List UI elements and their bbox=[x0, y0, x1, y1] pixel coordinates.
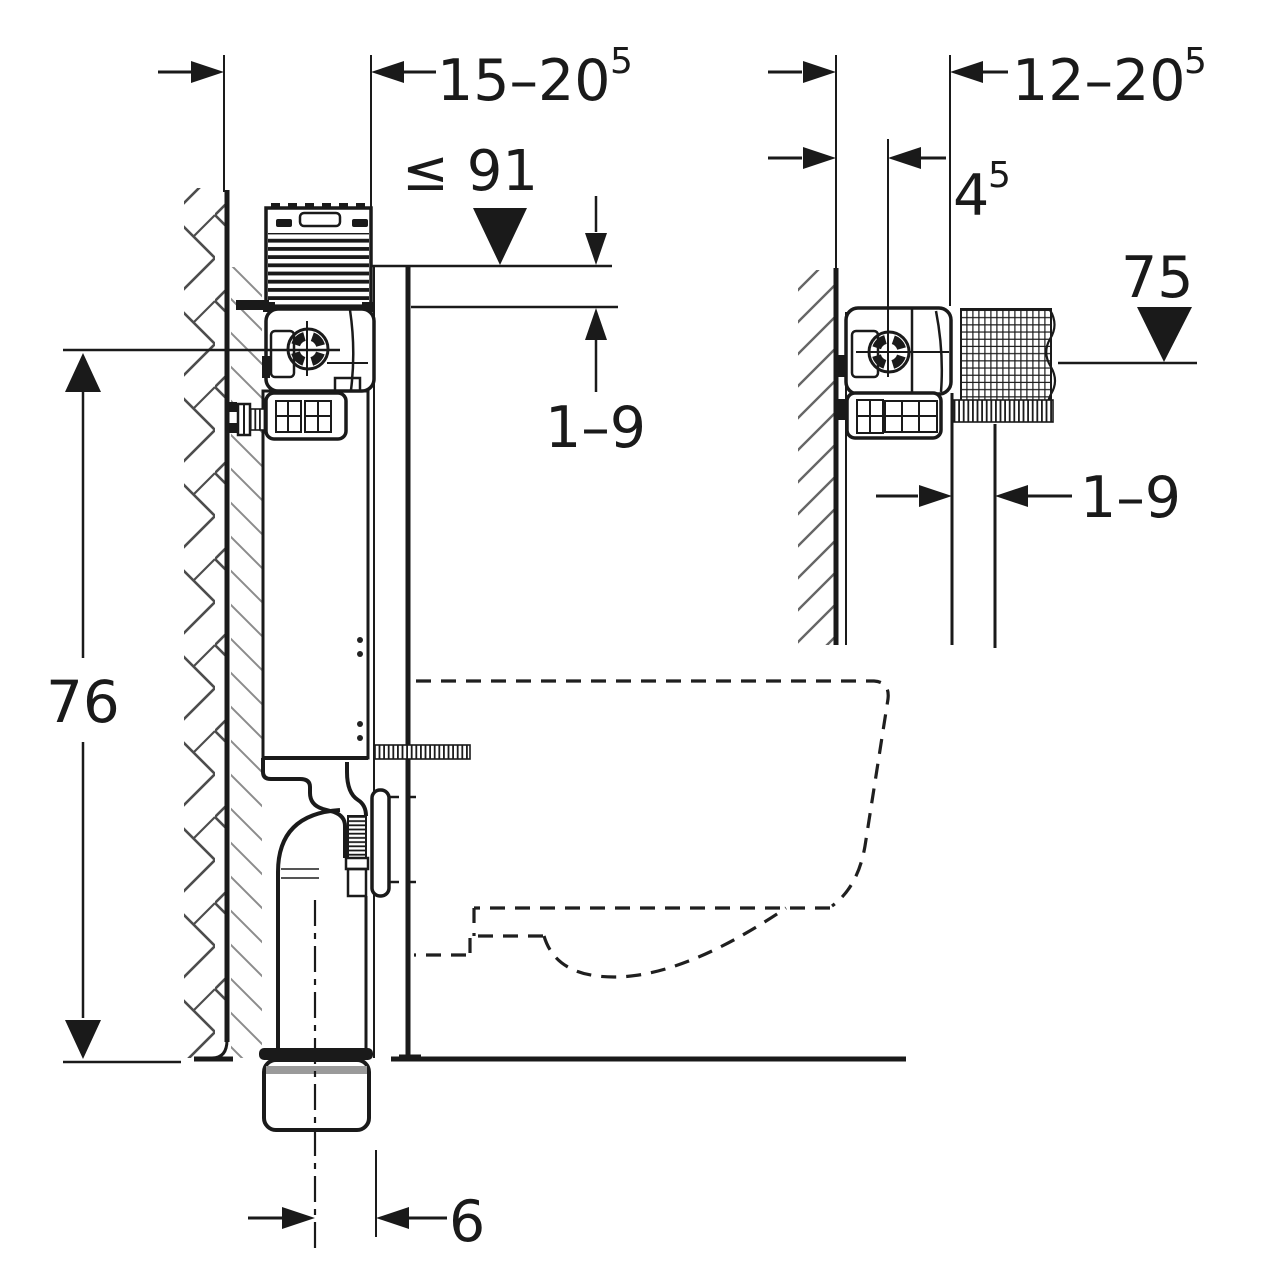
label-rail-depth-sup: 5 bbox=[988, 155, 1011, 196]
level-mark-icon bbox=[1137, 307, 1192, 362]
arrowhead-left-icon bbox=[950, 61, 983, 83]
label-flush-bend-height: 76 bbox=[46, 668, 120, 736]
flush-valve-housing-right bbox=[838, 306, 953, 396]
drain-elbow-arc bbox=[276, 808, 341, 873]
arrowhead-left-icon bbox=[371, 61, 404, 83]
arrowhead-up-icon bbox=[65, 353, 101, 392]
side-section-view bbox=[798, 55, 1057, 648]
arrowhead-down-icon bbox=[585, 233, 607, 265]
label-wall-depth-right-sup: 5 bbox=[1184, 41, 1207, 82]
wall-finish-hatch bbox=[231, 267, 262, 1058]
threaded-rod bbox=[952, 399, 1054, 423]
cistern-tank bbox=[261, 389, 370, 760]
label-finish-thickness: 1–9 bbox=[1080, 465, 1181, 531]
wall-anchor-assembly-right bbox=[838, 391, 1054, 440]
flush-pipe-thread bbox=[347, 815, 367, 859]
arrowhead-down-icon bbox=[65, 1020, 101, 1059]
wc-pan-outline bbox=[414, 679, 890, 979]
arrowhead-left-icon bbox=[888, 147, 921, 169]
right-view-dimensions bbox=[768, 55, 1197, 507]
masonry-wall-hatch bbox=[184, 188, 226, 1058]
arrowhead-right-icon bbox=[919, 485, 952, 507]
arrowhead-left-icon bbox=[376, 1207, 409, 1229]
dim-flush-bend-height bbox=[63, 348, 340, 1064]
arrowhead-right-icon bbox=[191, 61, 224, 83]
flush-opening-protection-box bbox=[263, 203, 374, 312]
wc-fixing-rod bbox=[373, 744, 471, 760]
dim-wall-depth-right bbox=[768, 55, 1008, 306]
arrowhead-right-icon bbox=[803, 61, 836, 83]
elbow-joint-marks bbox=[281, 868, 319, 879]
dim-rail-depth bbox=[768, 139, 946, 377]
wc-connector-sleeve bbox=[370, 788, 391, 898]
socket-seal bbox=[266, 1066, 367, 1074]
dim-wall-depth-left bbox=[158, 55, 436, 207]
wall-bracket-bar bbox=[236, 300, 269, 310]
dim-finish-thickness bbox=[876, 485, 1072, 507]
dim-max-cover-height bbox=[473, 196, 607, 265]
frame-screw-dots bbox=[357, 637, 363, 741]
dim-cover-trim-range bbox=[585, 308, 607, 392]
flush-bend-and-drain bbox=[261, 758, 416, 1048]
front-section-view bbox=[184, 188, 906, 1252]
arrowhead-right-icon bbox=[803, 147, 836, 169]
wall-anchor-assembly bbox=[228, 391, 348, 441]
left-view-dimensions bbox=[63, 55, 607, 1237]
label-wall-depth-right: 12–20 bbox=[1012, 48, 1186, 114]
level-mark-icon bbox=[473, 208, 527, 265]
label-wall-depth-left: 15–20 bbox=[437, 48, 611, 114]
dim-top-level-75 bbox=[1058, 307, 1197, 365]
dim-outlet-offset bbox=[248, 1150, 447, 1237]
arrowhead-right-icon bbox=[282, 1207, 315, 1229]
label-max-cover-height: ≤ 91 bbox=[402, 139, 538, 204]
dimension-labels: 15–20 5 ≤ 91 1–9 76 6 12–20 5 4 5 75 1–9 bbox=[46, 41, 1207, 1255]
arrowhead-up-icon bbox=[585, 308, 607, 340]
label-cover-trim-range: 1–9 bbox=[545, 395, 646, 461]
label-top-level: 75 bbox=[1121, 245, 1194, 311]
label-outlet-offset: 6 bbox=[449, 1189, 485, 1255]
wall-hatch-right bbox=[798, 270, 834, 645]
label-rail-depth: 4 bbox=[953, 163, 989, 229]
arrowhead-left-icon bbox=[995, 485, 1028, 507]
label-wall-depth-left-sup: 5 bbox=[610, 41, 633, 82]
